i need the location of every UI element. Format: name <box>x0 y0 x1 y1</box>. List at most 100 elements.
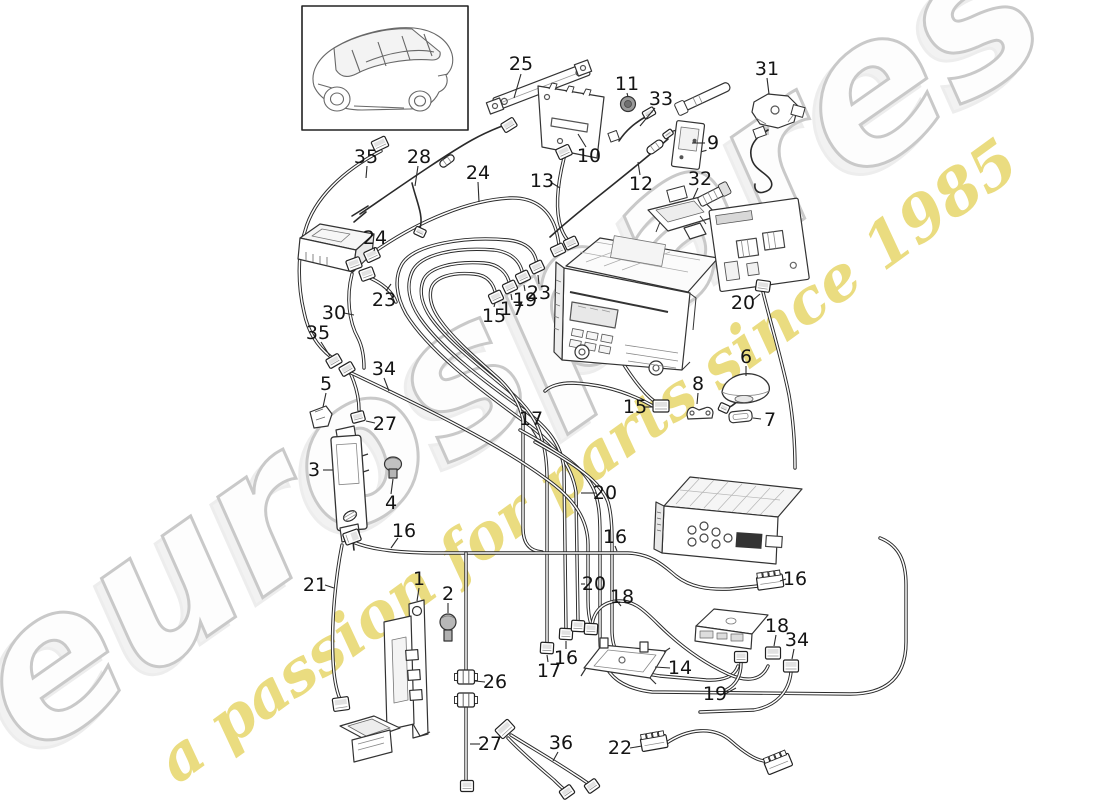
callout-10[interactable]: 10 <box>577 133 601 167</box>
callout-12[interactable]: 12 <box>629 161 653 195</box>
car-thumbnail[interactable] <box>301 5 469 131</box>
callout-7[interactable]: 7 <box>752 409 776 431</box>
mounting-bracket-1[interactable] <box>383 599 431 739</box>
part-number[interactable]: 23 <box>372 289 396 311</box>
part-number[interactable]: 16 <box>783 568 807 590</box>
part-number[interactable]: 28 <box>407 146 431 168</box>
connector-assembly-32[interactable] <box>647 181 732 240</box>
control-module-20[interactable] <box>708 197 810 293</box>
seal-7[interactable] <box>728 409 753 424</box>
callout-1[interactable]: 1 <box>413 568 425 602</box>
part-number[interactable]: 4 <box>385 492 397 514</box>
part-number[interactable]: 34 <box>785 629 809 651</box>
callout-15[interactable]: 15 <box>482 302 506 327</box>
callout-22[interactable]: 22 <box>608 737 643 759</box>
callout-16[interactable]: 16 <box>554 641 578 669</box>
callout-20[interactable]: 20 <box>581 573 606 595</box>
part-number[interactable]: 16 <box>392 520 416 542</box>
callout-30[interactable]: 30 <box>322 302 355 324</box>
callout-9[interactable]: 9 <box>692 132 719 154</box>
callout-19[interactable]: 19 <box>513 284 537 311</box>
callout-21[interactable]: 21 <box>303 574 335 596</box>
part-number[interactable]: 16 <box>554 647 578 669</box>
callout-16[interactable]: 16 <box>779 568 807 590</box>
part-number[interactable]: 34 <box>372 358 396 380</box>
part-number[interactable]: 19 <box>703 683 727 705</box>
part-number[interactable]: 19 <box>513 289 537 311</box>
part-number[interactable]: 20 <box>582 573 606 595</box>
part-number[interactable]: 30 <box>322 302 346 324</box>
part-number[interactable]: 18 <box>610 586 634 608</box>
part-number[interactable]: 20 <box>731 292 755 314</box>
part-number[interactable]: 17 <box>500 298 524 320</box>
callout-35[interactable]: 35 <box>306 322 331 357</box>
callout-31[interactable]: 31 <box>755 58 779 95</box>
callout-35[interactable]: 35 <box>354 146 378 179</box>
callout-17[interactable]: 17 <box>519 408 543 439</box>
roof-antenna-6[interactable] <box>721 373 770 404</box>
part-number[interactable]: 2 <box>442 583 454 605</box>
callout-4[interactable]: 4 <box>385 478 397 514</box>
tuner-module-small[interactable] <box>694 608 769 650</box>
grommet-nut-11[interactable] <box>619 95 637 113</box>
callout-18[interactable]: 18 <box>765 615 789 647</box>
callout-17[interactable]: 17 <box>500 293 524 320</box>
callout-17[interactable]: 17 <box>537 654 561 682</box>
callout-6[interactable]: 6 <box>740 346 752 376</box>
callout-24[interactable]: 24 <box>363 227 387 252</box>
part-number[interactable]: 15 <box>482 305 506 327</box>
part-number[interactable]: 12 <box>629 173 653 195</box>
part-number[interactable]: 7 <box>764 409 776 431</box>
callout-27[interactable]: 27 <box>470 733 502 755</box>
part-number[interactable]: 5 <box>320 373 332 395</box>
screw-4[interactable] <box>383 456 403 479</box>
callout-11[interactable]: 11 <box>615 73 639 98</box>
part-number[interactable]: 1 <box>413 568 425 590</box>
radio-head-unit[interactable] <box>553 235 719 376</box>
part-number[interactable]: 35 <box>306 322 330 344</box>
control-unit-9[interactable] <box>666 120 709 170</box>
callout-14[interactable]: 14 <box>654 657 692 679</box>
part-number[interactable]: 27 <box>373 413 397 435</box>
part-number[interactable]: 13 <box>530 170 554 192</box>
antenna-base-31[interactable] <box>751 93 806 139</box>
mounting-plate-14[interactable] <box>580 637 671 685</box>
part-number[interactable]: 3 <box>308 459 320 481</box>
callout-8[interactable]: 8 <box>692 373 704 405</box>
part-number[interactable]: 6 <box>740 346 752 368</box>
part-number[interactable]: 10 <box>577 145 601 167</box>
callout-27[interactable]: 27 <box>365 413 397 435</box>
part-number[interactable]: 36 <box>549 732 573 754</box>
part-number[interactable]: 11 <box>615 73 639 95</box>
callout-16[interactable]: 16 <box>603 526 627 552</box>
callout-15[interactable]: 15 <box>623 396 652 418</box>
part-number[interactable]: 24 <box>466 162 490 184</box>
callout-34[interactable]: 34 <box>372 358 396 392</box>
callout-3[interactable]: 3 <box>308 459 333 481</box>
callout-28[interactable]: 28 <box>407 146 431 187</box>
part-number[interactable]: 8 <box>692 373 704 395</box>
callout-5[interactable]: 5 <box>320 373 332 408</box>
callout-20[interactable]: 20 <box>731 292 761 314</box>
tuner-amplifier-unit[interactable] <box>653 476 803 565</box>
callout-19[interactable]: 19 <box>703 683 737 705</box>
part-number[interactable]: 27 <box>478 733 502 755</box>
callout-13[interactable]: 13 <box>530 170 561 192</box>
callout-34[interactable]: 34 <box>785 629 809 660</box>
callout-18[interactable]: 18 <box>610 586 634 608</box>
screw-2[interactable] <box>439 613 457 642</box>
callout-32[interactable]: 32 <box>688 168 712 200</box>
callout-26[interactable]: 26 <box>474 671 507 693</box>
part-number[interactable]: 26 <box>483 671 507 693</box>
part-number[interactable]: 9 <box>707 132 719 154</box>
part-number[interactable]: 33 <box>649 88 673 110</box>
part-number[interactable]: 14 <box>668 657 692 679</box>
callout-24[interactable]: 24 <box>466 162 490 203</box>
part-number[interactable]: 32 <box>688 168 712 190</box>
part-number[interactable]: 24 <box>363 227 387 249</box>
part-number[interactable]: 17 <box>537 660 561 682</box>
callout-23[interactable]: 23 <box>372 283 396 311</box>
callout-25[interactable]: 25 <box>509 53 533 99</box>
callout-23[interactable]: 23 <box>527 274 551 304</box>
part-number[interactable]: 35 <box>354 146 378 168</box>
